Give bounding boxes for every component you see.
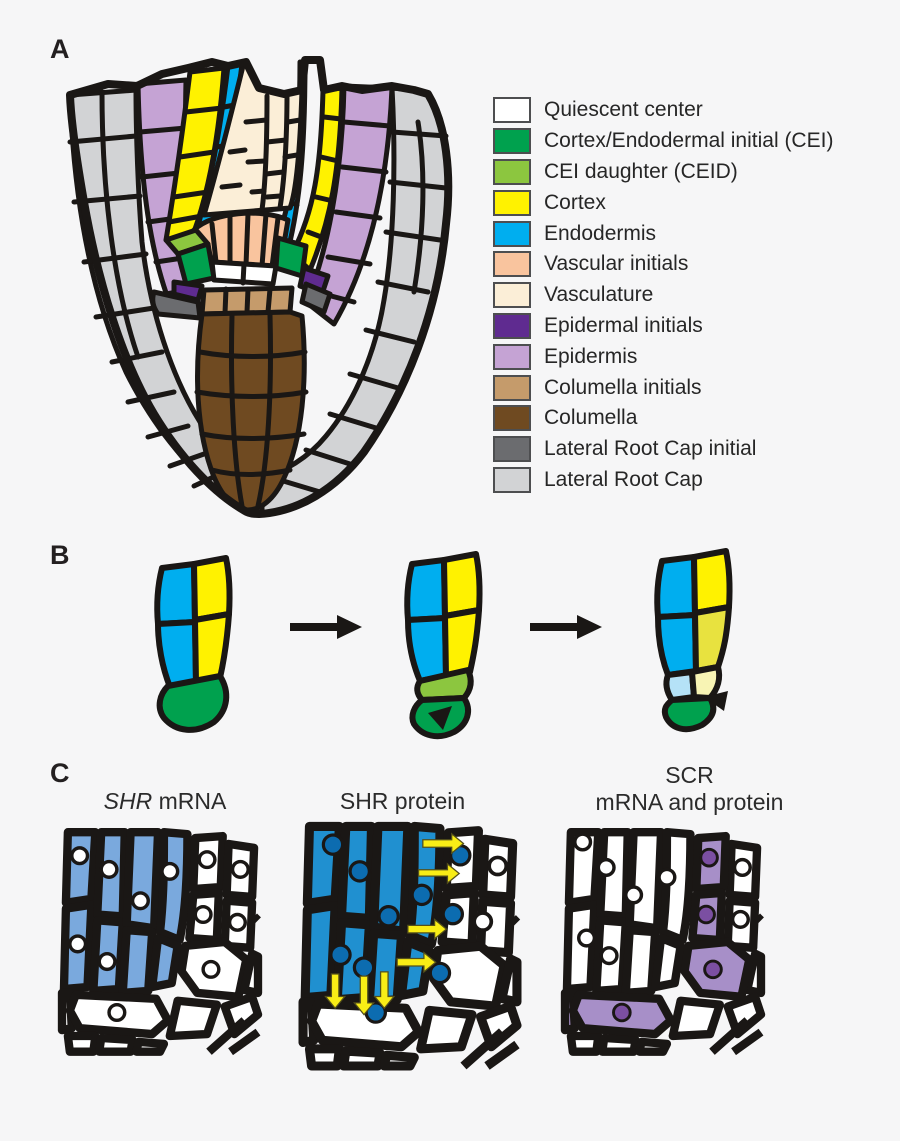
legend-item: Endodermis [493,218,833,249]
legend-swatch [493,189,531,216]
legend-label: Cortex/Endodermal initial (CEI) [544,129,834,153]
legend-swatch [493,436,531,463]
legend-swatch [493,466,531,493]
scr-panel [565,826,761,1052]
division-stage-2 [404,551,483,740]
legend-item: Columella [493,403,833,434]
shr-protein-panel [300,820,520,1066]
vascular-initials [191,210,291,270]
legend-swatch [493,374,531,401]
cei-cells [175,235,309,287]
legend-label: Endodermis [544,221,657,245]
legend-item: Cortex [493,187,833,218]
legend-item: Epidermal initials [493,311,833,342]
protein-movement-arrows [324,832,465,1016]
root-tip-diagram [66,56,453,518]
panel-b-label: B [50,540,70,570]
legend-swatch [493,128,531,155]
vasculature-cells [567,832,690,993]
panel-c-label: C [50,758,70,788]
legend-label: Vascular initials [544,252,689,276]
legend-item: Lateral Root Cap initial [493,434,833,465]
quiescent-center-cells [209,259,279,287]
legend-item: Quiescent center [493,95,833,126]
legend-swatch [493,282,531,309]
panel-a-label: A [50,34,70,64]
legend-swatch [493,97,531,124]
shr-mrna-title: SHR mRNA [103,788,227,814]
legend-label: Epidermal initials [544,313,703,337]
legend-swatch [493,220,531,247]
legend-label: Epidermis [544,344,638,368]
scr-nuclei [612,847,723,1023]
shr-protein-nuclei [321,833,472,1024]
legend-item: Vascular initials [493,249,833,280]
transition-arrow [290,615,362,639]
shr-protein-title: SHR protein [339,788,466,814]
legend-label: Lateral Root Cap [544,467,703,491]
cell-nuclei [68,846,250,1023]
legend-item: CEI daughter (CEID) [493,157,833,188]
legend-label: Lateral Root Cap initial [544,437,757,461]
root-outline [66,56,453,518]
legend-label: Quiescent center [544,98,703,122]
legend-label: Columella [544,406,638,430]
legend-label: Vasculature [544,283,654,307]
legend-label: CEI daughter (CEID) [544,159,738,183]
cell-nuclei [472,855,509,933]
scr-title: SCR mRNA and protein [595,762,784,815]
legend-item: Cortex/Endodermal initial (CEI) [493,126,833,157]
legend-swatch [493,343,531,370]
division-arrowhead [704,691,728,711]
transition-arrow [530,615,602,639]
legend-swatch [493,158,531,185]
legend-item: Epidermis [493,341,833,372]
legend-label: Cortex [544,190,606,214]
legend-item: Vasculature [493,280,833,311]
legend-label: Columella initials [544,375,702,399]
cell-division-sequence [154,548,733,740]
division-stage-1 [154,555,233,733]
shr-mrna-panel [62,826,258,1052]
legend-swatch [493,312,531,339]
legend-item: Lateral Root Cap [493,465,833,496]
legend-swatch [493,251,531,278]
legend-swatch [493,405,531,432]
division-arrowhead [428,706,452,730]
legend-item: Columella initials [493,372,833,403]
legend: Quiescent center Cortex/Endodermal initi… [493,95,833,495]
lrc-initials [150,281,333,321]
cell-nuclei [573,832,752,966]
division-stage-3 [654,548,733,733]
columella-initials [199,285,295,317]
